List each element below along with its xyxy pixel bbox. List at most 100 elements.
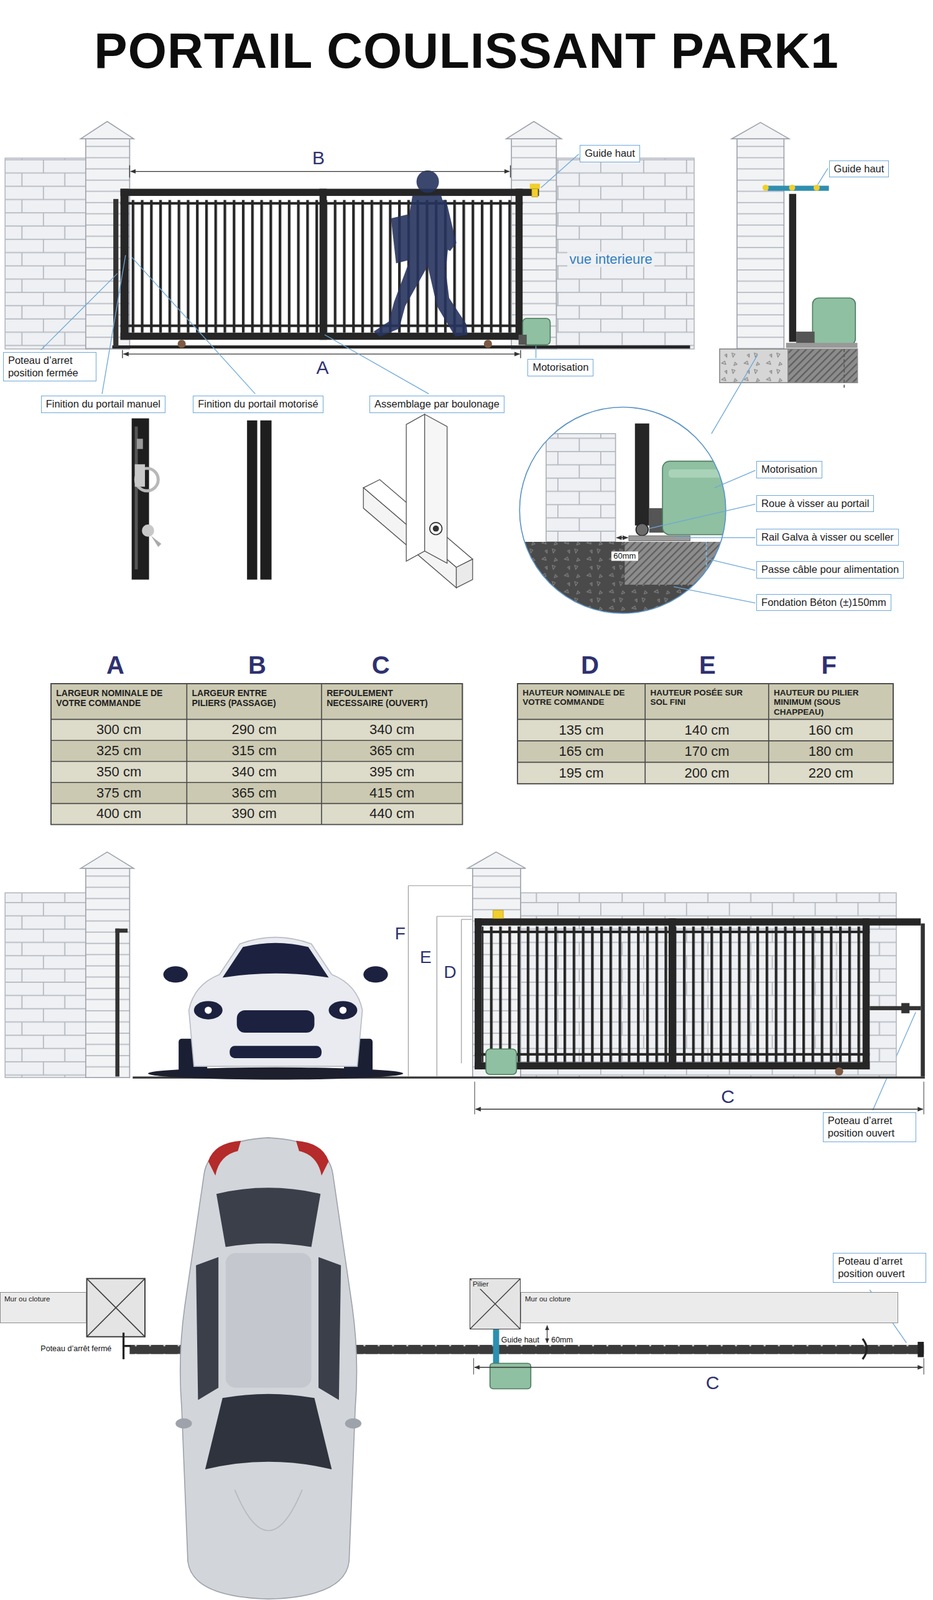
table-cell: 400 cm — [96, 806, 142, 822]
dimension-letter: E — [417, 947, 434, 968]
finish-details — [136, 438, 144, 449]
table-cell: 375 cm — [96, 784, 142, 801]
part-label: Pilier — [471, 1280, 491, 1289]
detail-circle — [705, 541, 708, 584]
dimension-text: 60mm — [551, 1335, 573, 1345]
open-elevation — [901, 1002, 910, 1013]
callout-box: Passe câble pour alimentation — [756, 561, 904, 579]
open-elevation — [834, 1067, 843, 1076]
open-elevation — [493, 909, 504, 919]
open-elevation — [485, 1048, 517, 1075]
finish-details — [131, 414, 473, 588]
plan-view — [175, 1418, 192, 1429]
top-elevation — [120, 188, 540, 196]
top-elevation — [129, 165, 130, 178]
plan-view — [546, 1325, 548, 1343]
callout-box: Fondation Béton (±)150mm — [756, 594, 892, 612]
open-elevation — [85, 867, 130, 1078]
size-table — [51, 683, 463, 825]
callout-text: Finition du portail manuel — [46, 398, 161, 411]
column-letter: A — [106, 650, 125, 680]
finish-details — [246, 420, 257, 580]
table-cell: 440 cm — [369, 806, 415, 822]
size-table — [517, 761, 894, 784]
dimension-letter: B — [310, 147, 327, 170]
top-elevation — [556, 157, 695, 349]
open-elevation — [408, 885, 472, 886]
callout-box: Guide haut — [579, 144, 641, 163]
callout-text: Poteau d’arret position fermée — [8, 354, 92, 380]
open-elevation — [80, 852, 134, 869]
plan-view — [474, 1366, 923, 1368]
callout-text: Passe câble pour alimentation — [761, 563, 899, 576]
callout-text: Roue à visser au portail — [761, 497, 869, 511]
open-elevation — [4, 852, 925, 1115]
size-table — [517, 683, 894, 784]
top-elevation — [522, 318, 550, 346]
callout-text: Guide haut — [584, 147, 636, 160]
open-elevation — [339, 1006, 347, 1014]
leader-line — [714, 470, 756, 488]
table-header: HAUTEUR NOMINALE DE VOTRE COMMANDE — [522, 687, 626, 708]
open-elevation — [869, 1005, 921, 1011]
table-header: HAUTEUR DU PILIER MINIMUM (SOUS CHAPPEAU… — [773, 687, 892, 718]
callout-text: Rail Galva à visser ou sceller — [761, 531, 894, 544]
open-elevation — [163, 965, 188, 983]
table-cell: 140 cm — [684, 722, 729, 738]
callout-box: Motorisation — [527, 358, 594, 377]
column-letter: C — [371, 650, 390, 680]
page-title: PORTAIL COULISSANT PARK1 — [93, 22, 839, 80]
callout-text: Assemblage par boulonage — [374, 398, 500, 411]
part-label: Poteau d’arrêt fermé — [38, 1344, 114, 1353]
top-elevation — [529, 183, 540, 189]
finish-details — [134, 464, 145, 487]
table-cell: 340 cm — [369, 722, 415, 738]
side-view — [719, 348, 789, 383]
side-view — [767, 185, 829, 191]
top-elevation — [85, 137, 130, 349]
side-view — [737, 137, 784, 349]
side-view — [796, 331, 815, 344]
callout-box: Poteau d’arret position fermée — [3, 352, 97, 382]
size-table — [517, 683, 894, 784]
finish-details — [259, 420, 272, 580]
table-cell: 415 cm — [369, 784, 415, 801]
detail-circle — [510, 406, 746, 634]
top-elevation — [416, 170, 440, 193]
table-cell: 340 cm — [232, 763, 277, 780]
top-elevation — [120, 202, 524, 205]
open-elevation — [460, 919, 462, 1063]
part-label: Guide haut — [501, 1335, 540, 1345]
top-elevation — [177, 339, 186, 348]
open-elevation — [436, 915, 472, 917]
top-elevation — [121, 350, 123, 359]
finish-details — [151, 535, 162, 547]
open-elevation — [474, 1062, 870, 1070]
side-view — [812, 297, 856, 345]
open-elevation — [408, 885, 472, 1077]
finish-details — [456, 559, 473, 588]
side-view — [732, 122, 790, 139]
table-header: REFOULEMENT NECESSAIRE (OUVERT) — [326, 687, 451, 708]
top-elevation — [80, 121, 134, 139]
side-view — [813, 184, 820, 191]
open-elevation — [222, 942, 330, 978]
leader-line — [541, 154, 580, 188]
table-header: LARGEUR NOMINALE DE VOTRE COMMANDE — [55, 687, 165, 708]
open-elevation — [461, 918, 472, 920]
detail-circle — [628, 535, 690, 541]
plan-view — [86, 1278, 145, 1337]
plan-view — [318, 1257, 341, 1401]
side-view — [788, 348, 858, 383]
plan-view — [234, 1489, 302, 1531]
table-cell: 180 cm — [808, 743, 854, 759]
top-elevation — [518, 334, 527, 345]
detail-circle — [616, 537, 628, 539]
callout-box: Guide haut — [829, 160, 890, 178]
top-elevation — [373, 261, 430, 337]
leader-line — [708, 559, 756, 571]
pillar-cross — [470, 1278, 520, 1329]
plan-view — [296, 1140, 330, 1176]
plan-view — [473, 1357, 474, 1374]
leader-line — [711, 355, 758, 434]
